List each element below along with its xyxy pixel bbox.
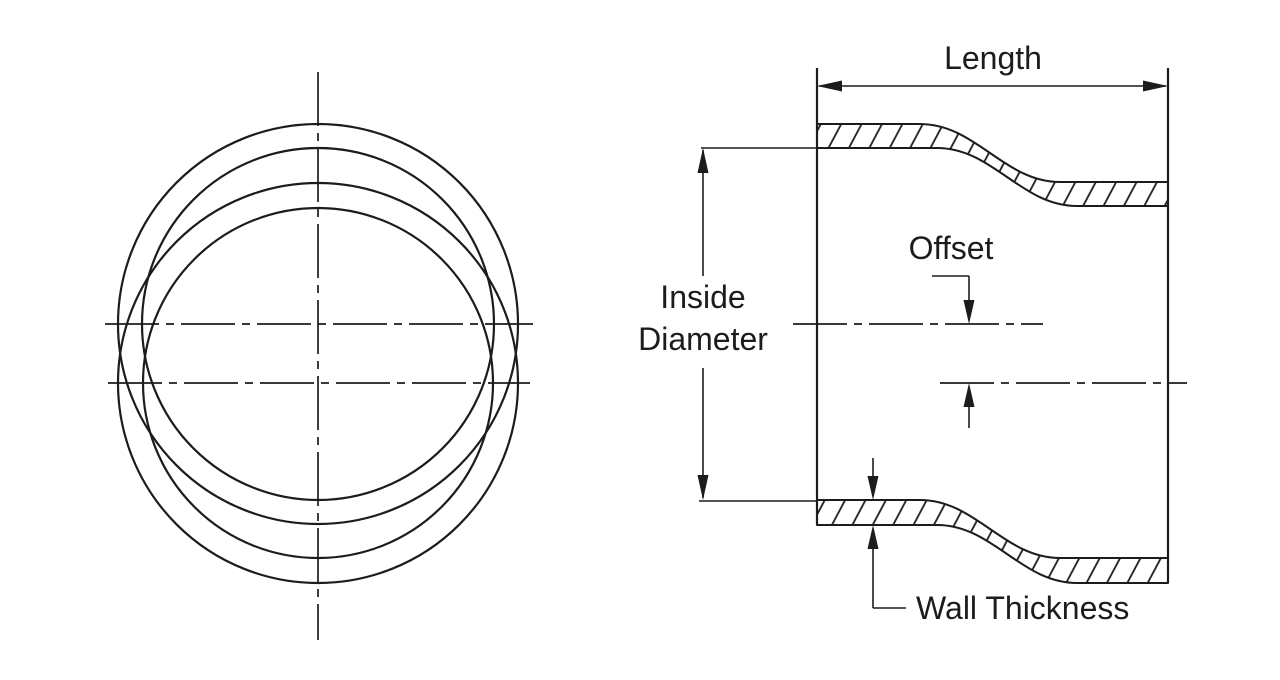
length-right-arrow-icon: [1143, 80, 1168, 92]
inside-diameter-up-arrow-icon: [697, 148, 709, 173]
inside-diameter-label-line1: Inside: [660, 279, 745, 315]
length-left-arrow-icon: [817, 80, 842, 92]
inside-diameter-down-arrow-icon: [697, 475, 709, 500]
wall-thickness-label: Wall Thickness: [916, 590, 1129, 626]
wall-thickness-dimension: Wall Thickness: [867, 458, 1129, 626]
offset-dimension: Offset: [909, 230, 994, 428]
wall-thickness-up-arrow-icon: [867, 525, 879, 549]
inside-diameter-label-line2: Diameter: [638, 321, 768, 357]
length-dimension: Length: [817, 40, 1168, 92]
offset-down-arrow-icon: [963, 300, 975, 324]
length-label: Length: [944, 40, 1042, 76]
wall-thickness-down-arrow-icon: [867, 476, 879, 500]
front-view: [105, 72, 533, 640]
offset-label: Offset: [909, 230, 994, 266]
inside-diameter-dimension: Inside Diameter: [638, 147, 816, 502]
small-end-inner-circle: [141, 206, 495, 560]
top-wall-section: [816, 123, 1169, 207]
large-end-outer-circle: [116, 122, 520, 526]
offset-up-arrow-icon: [963, 383, 975, 407]
section-view: Length Inside Diameter Offset: [638, 40, 1187, 626]
bottom-wall-section: [816, 499, 1169, 584]
small-end-outer-circle: [116, 181, 520, 585]
large-end-inner-circle: [140, 146, 496, 502]
